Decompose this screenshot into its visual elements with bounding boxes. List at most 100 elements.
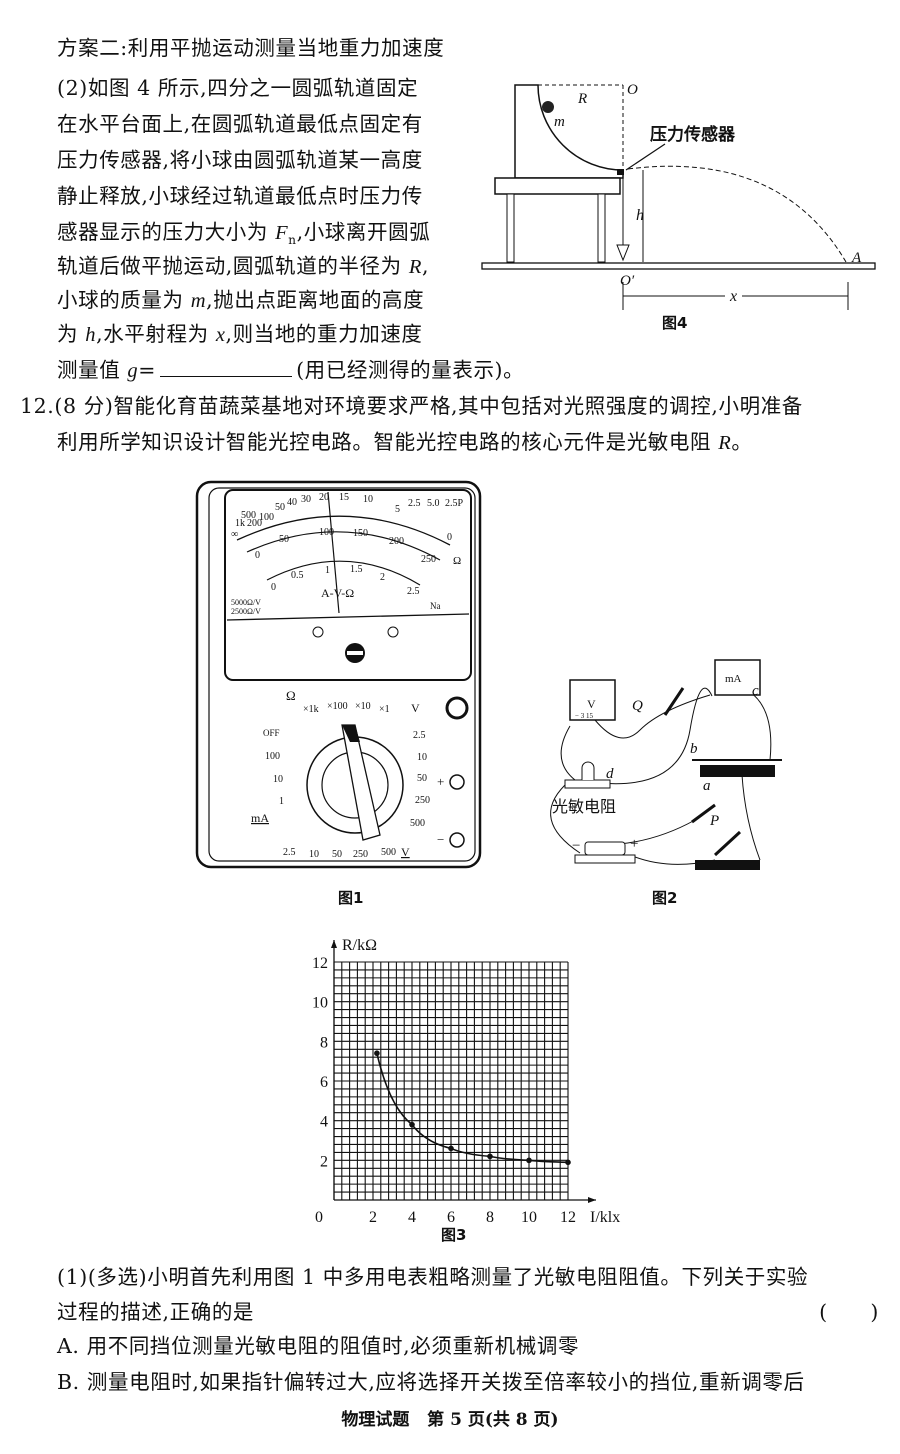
text-line: 在水平台面上,在圆弧轨道最低点固定有 [57,112,423,136]
question-12-line: 12.(8 分)智能化育苗蔬菜基地对环境要求严格,其中包括对光照强度的调控,小明… [20,394,803,418]
text-line: 为 h,水平射程为 x,则当地的重力加速度 [57,322,423,347]
x-tick-label: 12 [560,1209,576,1226]
answer-blank[interactable] [160,358,293,377]
text-line: 小球的质量为 m,抛出点距离地面的高度 [57,288,424,313]
answer-bracket[interactable]: ( ) [819,1300,879,1324]
ohm-range-label: Ω [286,688,296,703]
y-tick-label: 6 [320,1074,328,1091]
figure-caption: 图1 [338,889,363,907]
avo-label: A-V-Ω [321,586,354,600]
needle [327,491,340,614]
figure-1-multimeter: ∞ 1k 500 200 100 50 40 30 20 15 10 5 0 2… [195,480,482,907]
var-m: m [190,290,207,312]
probe-P [691,803,716,824]
dial-divider [226,613,470,621]
minus-jack[interactable] [449,832,465,848]
text-line: 轨道后做平抛运动,圆弧轨道的半径为 R, [57,254,429,279]
label-R: R [577,91,587,107]
chart-grid [333,961,569,1201]
switch-label: 250 [415,795,430,806]
chart-series [374,1050,571,1166]
table-leg [506,193,515,263]
scale-label: 2.5 [407,586,420,597]
text: 利用所学知识设计智能光控电路。智能光控电路的核心元件是光敏电阻 [57,430,719,454]
voltmeter-terminals: − 3 15 [575,712,593,720]
scale-label: 50 [275,502,285,513]
text: 轨道后做平抛运动,圆弧轨道的半径为 [57,254,409,278]
switch-label: 50 [332,849,342,860]
figure-4: O R m 压力传感器 h O′ x A 图4 [481,82,876,332]
switch-label: 10 [273,774,283,785]
label-P: P [709,813,719,829]
plus-jack[interactable] [449,774,465,790]
figure-caption: 图2 [652,889,677,907]
text: = [138,358,157,382]
wire [599,687,713,785]
label-A: A [851,250,862,266]
text: 感器显示的压力大小为 [57,220,276,244]
scale-label: 5 [395,504,400,515]
text: 为 [57,322,86,346]
y-tick-label: 12 [312,955,328,972]
scale-label: 500 [241,510,256,521]
switch-lever[interactable] [713,830,742,857]
y-axis-label: R/kΩ [342,937,377,954]
selector-pointer [342,725,360,742]
switch-label: 500 [410,818,425,829]
range-label: 2.5 [408,498,421,509]
plumb-bob [616,244,630,262]
ground [481,262,876,270]
text-line: 静止释放,小球经过轨道最低点时压力传 [57,184,423,208]
ohm-adjust-knob[interactable] [445,696,469,720]
scale-label: 250 [421,554,436,565]
switch-label: 50 [417,773,427,784]
label-x: x [729,288,737,305]
text: 测量值 [57,358,128,382]
scale-label: 40 [287,497,297,508]
label-m: m [554,114,565,130]
origin-label: 0 [315,1209,323,1226]
screw-slot [347,651,363,655]
minus-label: − [437,832,444,847]
table-top [494,177,621,195]
switch-label: 2.5 [283,847,296,858]
text-line: (2)如图 4 所示,四分之一圆弧轨道固定 [57,76,419,100]
var-F: F [275,222,289,244]
x-tick-label: 6 [447,1209,455,1226]
data-point [526,1157,532,1164]
range-label: 5.0 [427,498,440,509]
meter-inner [208,487,476,862]
acv-label: V [411,701,420,715]
range-label: 2.5P [445,498,464,509]
subscript: n [288,233,297,248]
text-line: 利用所学知识设计智能光控电路。智能光控电路的核心元件是光敏电阻 R。 [57,430,752,455]
option-b: B. 测量电阻时,如果指针偏转过大,应将选择开关拨至倍率较小的挡位,重新调零后 [57,1370,805,1394]
label-b: b [690,741,698,757]
ac-scale [266,560,421,586]
trajectory [627,165,847,263]
figure-caption: 图4 [662,314,687,332]
scale-label: 0 [447,532,452,543]
data-point [374,1050,380,1057]
option-a: A. 用不同挡位测量光敏电阻的阻值时,必须重新机械调零 [57,1334,580,1358]
scale-label: 1k [235,518,245,529]
plan2-title: 方案二:利用平抛运动测量当地重力加速度 [57,36,445,60]
photoresistor-label: 光敏电阻 [552,797,616,816]
wire [560,725,576,781]
scale-label: 100 [259,512,274,523]
switch-label: 10 [309,849,319,860]
text-line: 过程的描述,正确的是( ) [57,1300,879,1324]
ma-label: mA [251,811,269,825]
label-h: h [636,207,644,224]
switch-label: ×10 [355,701,371,712]
text: (用已经测得的量表示)。 [296,358,525,382]
switch-base [695,860,760,870]
switch-label: ×1k [303,704,319,715]
battery-plus: + [630,836,638,852]
switch-label: 500 [381,847,396,858]
scale-label: 0 [271,582,276,593]
var-R: R [718,432,732,454]
probe-Q [663,687,685,716]
screw-hole [387,626,399,638]
ohm-symbol: Ω [453,555,461,567]
